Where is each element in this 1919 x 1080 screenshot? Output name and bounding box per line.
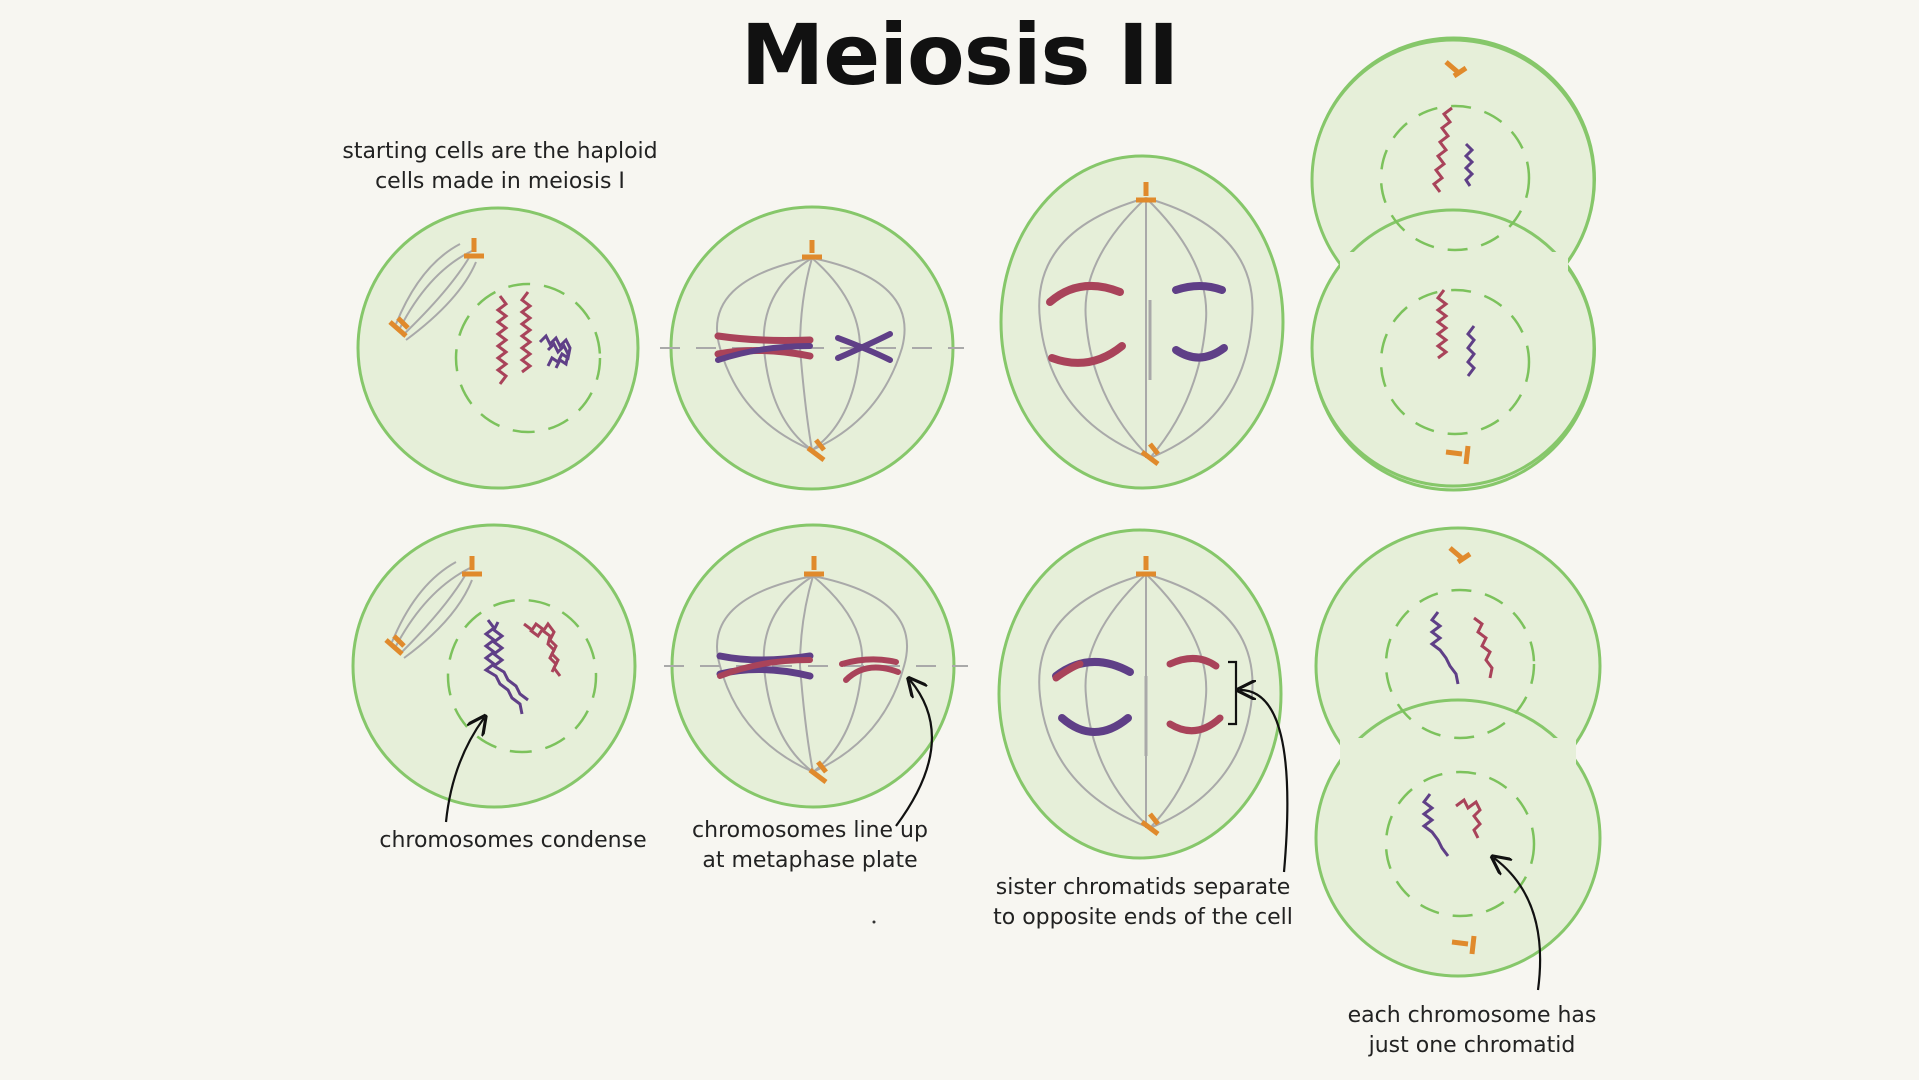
chromosome-red [1455, 616, 1494, 839]
arrow-chromatid [1494, 858, 1542, 991]
chromosome-purple [715, 331, 893, 363]
chromosome-red [495, 291, 533, 385]
cell-anaphase-top [999, 154, 1285, 490]
cell-anaphase-bottom [997, 528, 1283, 860]
nuclear-envelope [446, 598, 598, 754]
arrow-separate [1240, 690, 1289, 873]
centrosome-icon [462, 556, 482, 577]
centrosome-icon [1444, 60, 1468, 79]
nuclear-envelope [1379, 104, 1531, 436]
nuclear-envelope [1384, 588, 1536, 918]
chromosome-red [717, 656, 901, 683]
label-lineup-line1: chromosomes line up [692, 818, 928, 843]
spindle-fibers-prophase-bottom [391, 561, 473, 659]
label-condense-line1: chromosomes condense [379, 828, 647, 853]
centrosome-icon [1448, 546, 1472, 565]
centrosome-icon [802, 240, 822, 260]
centrosome-icon [388, 316, 410, 338]
cell-prophase-bottom [351, 523, 637, 809]
label-lineup-line2: at metaphase plate [702, 848, 918, 873]
cell-metaphase-top [660, 205, 964, 491]
cell-telophase-top [1310, 36, 1596, 492]
chromosome-purple [1172, 282, 1228, 362]
chromosome-red [523, 621, 562, 677]
centrosome-icon [1140, 442, 1160, 466]
centrosome-icon [808, 760, 828, 784]
label-chromosomes-condense: chromosomes condense [363, 826, 663, 856]
centrosome-icon [1451, 935, 1477, 955]
label-separate-line2: to opposite ends of the cell [993, 905, 1293, 930]
label-chromatid-line1: each chromosome has [1347, 1003, 1597, 1028]
cell-prophase-top [356, 206, 640, 490]
arrow-condense [444, 718, 484, 823]
label-metaphase-plate: chromosomes line up at metaphase plate [670, 816, 950, 876]
stray-dot [872, 920, 876, 924]
centrosome-icon [806, 438, 826, 462]
label-separate-line1: sister chromatids separate [995, 875, 1291, 900]
arrow-lineup [895, 680, 934, 827]
label-starting-cells: starting cells are the haploid cells mad… [335, 137, 665, 197]
bracket [1228, 660, 1238, 726]
chromosome-purple [483, 619, 529, 715]
label-one-chromatid: each chromosome has just one chromatid [1322, 1001, 1622, 1061]
label-starting-cells-line1: starting cells are the haploid [342, 139, 658, 164]
centrosome-icon [1136, 182, 1156, 203]
chromosome-red [1431, 106, 1453, 360]
label-starting-cells-line2: cells made in meiosis I [375, 169, 625, 194]
label-chromatid-line2: just one chromatid [1368, 1033, 1576, 1058]
spindle-fibers-anaphase-top [1038, 197, 1254, 459]
nuclear-envelope [454, 282, 602, 434]
cell-telophase-bottom [1314, 526, 1602, 978]
chromosome-purple [1463, 142, 1476, 377]
chromosome-purple [538, 333, 572, 369]
centrosome-icon [1136, 556, 1156, 577]
cell-metaphase-bottom [664, 523, 968, 809]
chromosome-red [1052, 655, 1224, 735]
centrosome-icon [1140, 812, 1160, 836]
chromosome-purple [1421, 611, 1460, 857]
centrosome-icon [384, 634, 406, 656]
centrosome-icon [464, 238, 484, 259]
label-sister-chromatids: sister chromatids separate to opposite e… [973, 873, 1313, 933]
centrosome-icon [1445, 445, 1471, 465]
page-title: Meiosis II [740, 6, 1180, 104]
centrosome-icon [804, 556, 824, 577]
chromosome-red [1046, 282, 1126, 367]
